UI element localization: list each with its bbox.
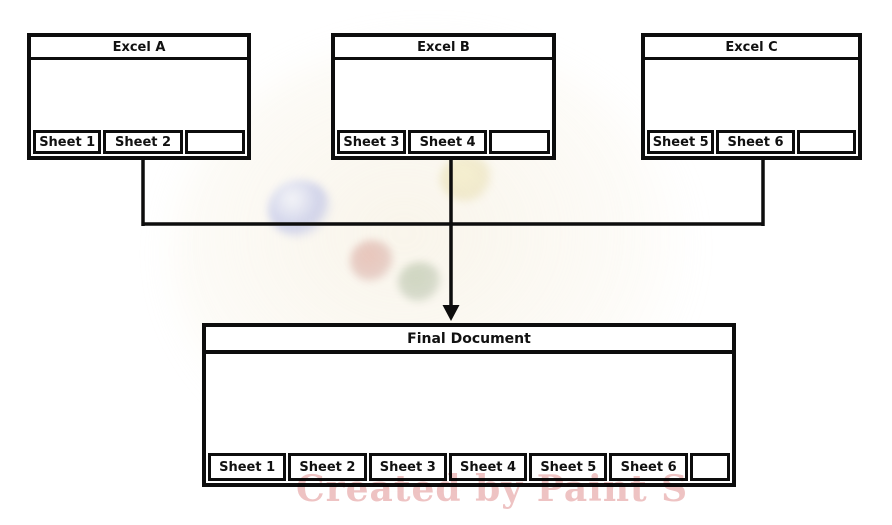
- workbook-a-tab-row: Sheet 1 Sheet 2: [31, 128, 247, 156]
- workbook-a-body: [31, 60, 247, 128]
- final-sheet-tab-2: Sheet 2: [288, 453, 367, 481]
- paint-blob-green: [398, 262, 442, 302]
- sheet-tab-sheet-5: Sheet 5: [647, 130, 715, 154]
- paint-blob-blue: [268, 180, 332, 238]
- workbook-b-tab-row: Sheet 3 Sheet 4: [335, 128, 552, 156]
- sheet-tab-sheet-1: Sheet 1: [33, 130, 102, 154]
- sheet-tab-empty: [489, 130, 550, 154]
- final-sheet-tab-1: Sheet 1: [208, 453, 287, 481]
- final-document-title: Final Document: [206, 327, 732, 354]
- workbook-a-title: Excel A: [31, 37, 247, 60]
- final-sheet-tab-6: Sheet 6: [609, 453, 688, 481]
- workbook-c-tab-row: Sheet 5 Sheet 6: [645, 128, 858, 156]
- final-sheet-tab-4: Sheet 4: [448, 453, 528, 481]
- final-document-body: [206, 354, 732, 451]
- sheet-tab-empty: [796, 130, 856, 154]
- final-document-box: Final Document Sheet 1 Sheet 2 Sheet 3 S…: [202, 323, 736, 487]
- workbook-c-body: [645, 60, 858, 128]
- final-sheet-tab-3: Sheet 3: [368, 453, 447, 481]
- sheet-tab-sheet-2: Sheet 2: [103, 130, 183, 154]
- sheet-tab-sheet-6: Sheet 6: [716, 130, 795, 154]
- sheet-tab-sheet-4: Sheet 4: [407, 130, 488, 154]
- workbook-excel-a: Excel A Sheet 1 Sheet 2: [27, 33, 251, 160]
- final-sheet-tab-5: Sheet 5: [529, 453, 608, 481]
- workbook-b-body: [335, 60, 552, 128]
- workbook-c-title: Excel C: [645, 37, 858, 60]
- paint-blob-darkred: [350, 240, 394, 282]
- sheet-tab-empty: [184, 130, 245, 154]
- workbook-excel-c: Excel C Sheet 5 Sheet 6: [641, 33, 862, 160]
- sheet-tab-sheet-3: Sheet 3: [337, 130, 406, 154]
- final-document-tab-row: Sheet 1 Sheet 2 Sheet 3 Sheet 4 Sheet 5 …: [206, 451, 732, 483]
- workbook-excel-b: Excel B Sheet 3 Sheet 4: [331, 33, 556, 160]
- final-sheet-tab-empty: [689, 453, 731, 481]
- paint-blob-yellow: [440, 156, 494, 202]
- workbook-b-title: Excel B: [335, 37, 552, 60]
- arrowhead-down-icon: [442, 305, 460, 321]
